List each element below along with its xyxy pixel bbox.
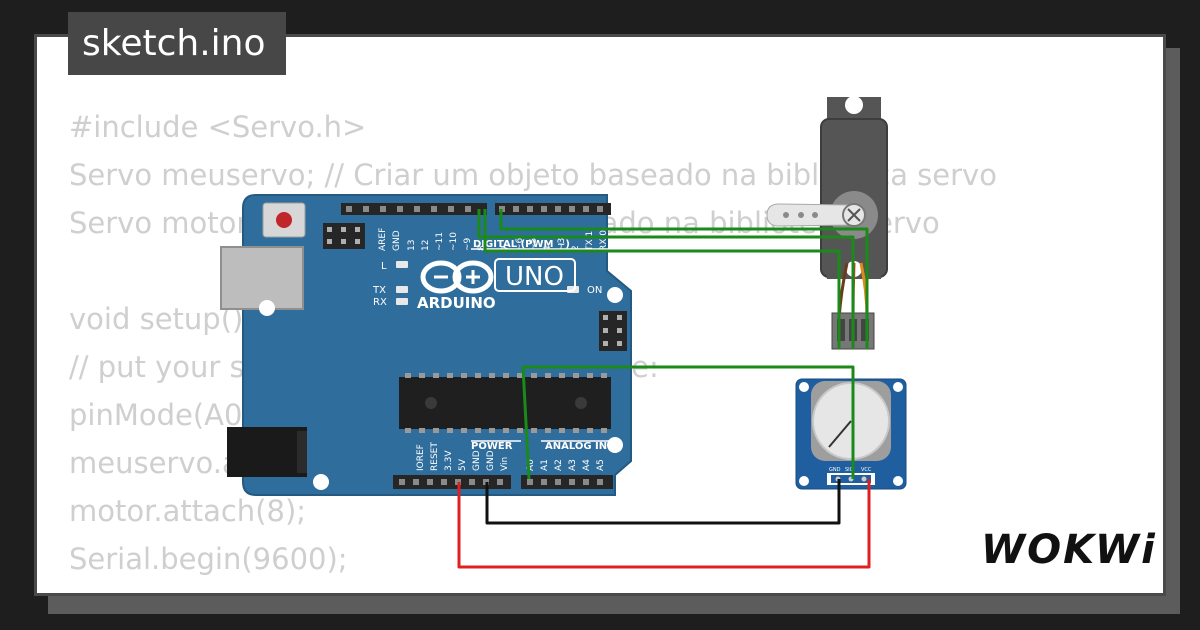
pin-label-a3: A3 (568, 459, 578, 471)
digital-header-label: DIGITAL (PWM ~) (473, 239, 570, 250)
pin-label-a4: A4 (582, 459, 592, 471)
potentiometer[interactable]: GND SIG VCC (795, 378, 907, 490)
code-line: } (69, 583, 997, 593)
pin-label-ioref: IOREF (416, 444, 426, 471)
pin-label-8: 8 (477, 245, 487, 251)
led-label-rx: RX (373, 297, 387, 308)
led-tx (396, 286, 408, 293)
power-jack (227, 427, 307, 477)
pin-label-gnd2: GND (486, 450, 496, 471)
pot-pin-gnd: GND (829, 467, 841, 473)
pin-label-7: 7 (501, 245, 511, 251)
pin-label-6: ~6 (515, 237, 525, 251)
led-label-on: ON (587, 285, 602, 296)
pin-label-a5: A5 (596, 459, 606, 471)
mounting-hole (607, 287, 623, 303)
wire-5v[interactable] (457, 479, 871, 569)
file-name-tab[interactable]: sketch.ino (68, 12, 286, 75)
mounting-hole (259, 300, 275, 316)
pin-label-aref: AREF (378, 228, 388, 251)
pot-pin-vcc: VCC (861, 467, 872, 473)
pin-label-a1: A1 (540, 459, 550, 471)
pin-label-vin: Vin (500, 457, 510, 471)
pin-label-2: 2 (571, 245, 581, 251)
arduino-logo-icon (420, 260, 494, 294)
pin-label-gnd: GND (392, 230, 402, 251)
pin-label-a0: A0 (526, 459, 536, 471)
board-model: UNO (505, 262, 564, 292)
code-line: motor.attach(8); (69, 494, 307, 528)
pin-label-5: ~5 (529, 238, 539, 251)
wire-pin8-servo[interactable] (483, 209, 841, 349)
circuit-diagram: AREF GND 13 12 ~11 ~10 ~9 8 7 ~6 ~5 4 ~3… (220, 96, 907, 569)
pin-label-11: ~11 (435, 232, 445, 251)
code-line: #include <Servo.h> (69, 110, 367, 144)
preview-card: #include <Servo.h> Servo meuservo; // Cri… (34, 34, 1166, 596)
board-brand: ARDUINO (417, 294, 496, 312)
pin-label-3v3: 3.3V (444, 450, 454, 471)
pin-label-3: ~3 (557, 238, 567, 251)
wire-a0-potentiometer[interactable] (521, 365, 855, 480)
code-line: Serial.begin(9600); (69, 542, 348, 576)
analog-header (521, 475, 613, 489)
servo-motor[interactable] (766, 96, 888, 350)
analog-header-label: ANALOG IN (545, 441, 607, 452)
usb-connector (220, 246, 304, 310)
pin-label-5v: 5V (458, 458, 468, 471)
pin-label-gnd1: GND (472, 450, 482, 471)
pin-label-tx: TX 1 (585, 231, 595, 252)
pin-label-10: ~10 (449, 232, 459, 251)
wires (457, 209, 871, 569)
pin-label-reset: RESET (430, 442, 440, 471)
pin-label-a2: A2 (554, 459, 564, 471)
led-l (396, 261, 408, 268)
pin-label-13: 13 (407, 240, 417, 251)
arduino-uno-board[interactable]: AREF GND 13 12 ~11 ~10 ~9 8 7 ~6 ~5 4 ~3… (220, 194, 632, 496)
power-header-label: POWER (471, 441, 513, 452)
pin-label-9: ~9 (463, 237, 473, 251)
code-line: Servo meuservo; // Criar um objeto basea… (69, 158, 997, 192)
led-label-l: L (381, 261, 387, 272)
digital-header-right (495, 203, 611, 215)
wire-pin9-servo[interactable] (477, 209, 855, 349)
wire-servo-signal[interactable] (499, 209, 869, 349)
pin-label-rx: RX 0 (599, 230, 609, 251)
pin-label-12: 12 (421, 240, 431, 251)
led-label-tx: TX (372, 285, 386, 296)
pot-pin-sig: SIG (845, 467, 854, 473)
mounting-hole (607, 437, 623, 453)
pin-label-4: 4 (543, 245, 553, 251)
led-rx (396, 298, 408, 305)
power-header (393, 475, 511, 489)
wokwi-logo: WOKWi (981, 527, 1157, 573)
mounting-hole (313, 474, 329, 490)
wire-gnd[interactable] (485, 479, 841, 525)
